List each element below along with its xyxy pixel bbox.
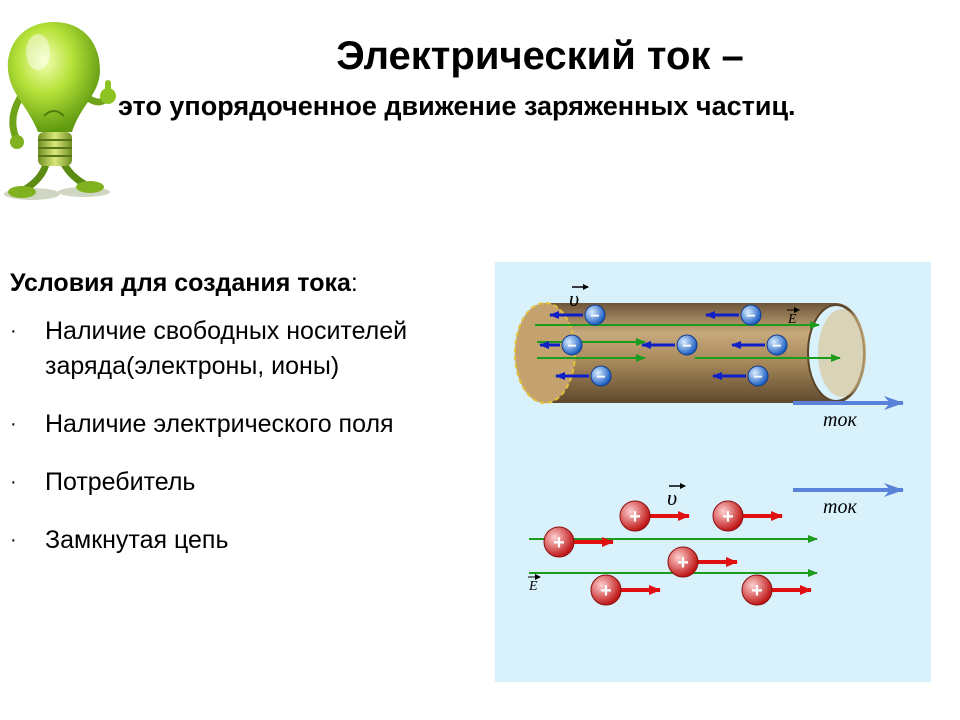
conditions-heading: Условия для создания тока: (10, 266, 480, 300)
svg-text:+: + (677, 552, 689, 574)
conditions-heading-text: Условия для создания тока (10, 269, 351, 297)
current-illustration: υ E − − − − − (495, 262, 931, 682)
positive-ion: + (590, 574, 661, 606)
electron: − (539, 334, 583, 356)
svg-text:+: + (722, 506, 734, 528)
electron: − (731, 334, 788, 356)
svg-text:+: + (600, 580, 612, 602)
list-item: · Потребитель (10, 465, 480, 500)
svg-text:−: − (772, 338, 781, 355)
list-item-text: Потребитель (45, 468, 196, 496)
list-item-text: Наличие электрического поля (45, 410, 394, 438)
positive-ion: + (543, 526, 614, 558)
page-subtitle: это упорядоченное движение заряженных ча… (118, 91, 796, 121)
svg-text:−: − (596, 369, 605, 386)
bullet-icon: · (10, 320, 17, 342)
list-item-text: Наличие свободных носителей заряда(элект… (45, 317, 408, 380)
electron: − (549, 304, 606, 326)
bullet-icon: · (10, 529, 17, 551)
positive-ion: + (741, 574, 812, 606)
svg-text:+: + (553, 532, 565, 554)
svg-text:−: − (746, 308, 755, 325)
positive-ion: + (667, 546, 738, 578)
svg-text:−: − (682, 338, 691, 355)
bullet-icon: · (10, 413, 17, 435)
positive-ion: + (712, 500, 783, 532)
field-label-conductor: E (787, 312, 797, 327)
electron: − (641, 334, 698, 356)
svg-text:−: − (567, 338, 576, 355)
svg-text:+: + (751, 580, 763, 602)
electron: − (712, 365, 769, 387)
list-item: · Замкнутая цепь (10, 523, 480, 558)
bullet-icon: · (10, 471, 17, 493)
svg-text:+: + (629, 506, 641, 528)
list-item-text: Замкнутая цепь (45, 526, 229, 554)
list-item: · Наличие свободных носителей заряда(элек… (10, 314, 480, 384)
lightbulb-mascot-icon (2, 14, 120, 206)
conditions-heading-colon: : (350, 269, 358, 297)
svg-text:−: − (753, 369, 762, 386)
conditions-block: Условия для создания тока: · Наличие своб… (10, 266, 480, 581)
field-label-ions: E (528, 579, 538, 594)
velocity-label: υ (569, 286, 579, 311)
svg-text:−: − (590, 308, 599, 325)
conditions-list: · Наличие свободных носителей заряда(элек… (10, 314, 480, 558)
positive-ion: + (619, 500, 690, 532)
electron: − (705, 304, 762, 326)
current-label-top: ток (823, 409, 857, 431)
current-label-bottom: ток (823, 496, 857, 518)
page-title: Электрический ток – (336, 34, 744, 78)
velocity-label-ions: υ (667, 485, 677, 510)
electron: − (555, 365, 612, 387)
list-item: · Наличие электрического поля (10, 407, 480, 442)
